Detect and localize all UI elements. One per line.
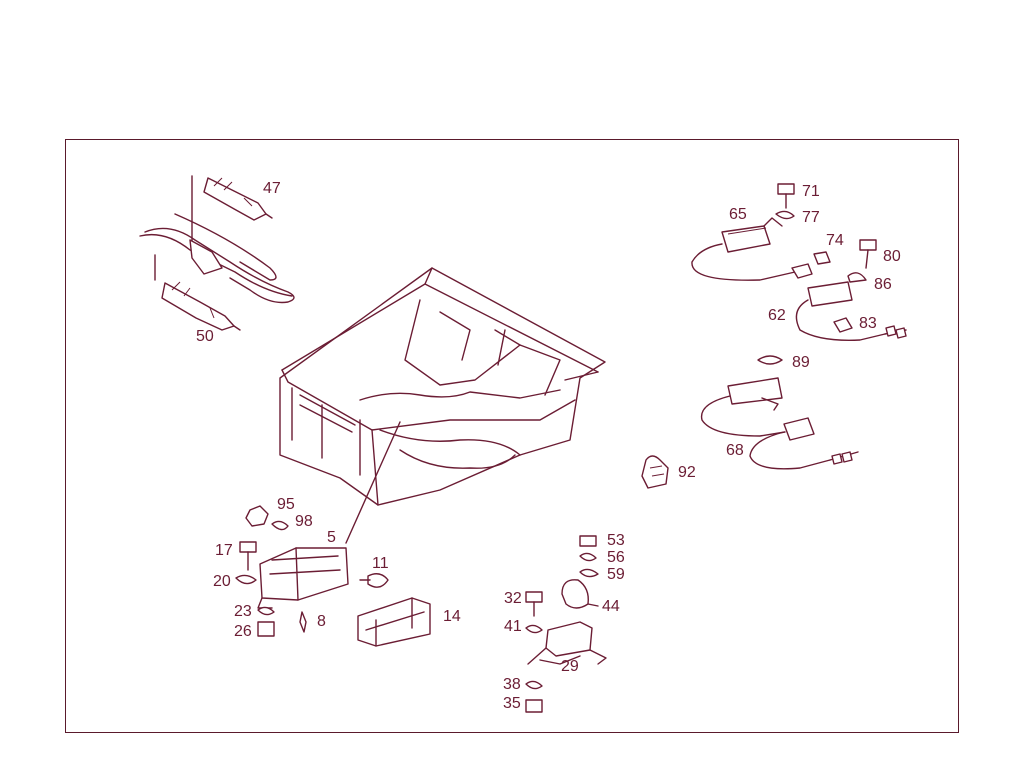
sensor-cable-assembly (139, 175, 295, 331)
callout-77[interactable]: 77 (802, 209, 820, 226)
bracket-clamp-group (525, 535, 607, 713)
body-shell-drawing (279, 267, 606, 506)
relay-module-group (235, 505, 431, 647)
callout-95[interactable]: 95 (277, 496, 295, 513)
callout-92[interactable]: 92 (678, 464, 696, 481)
callout-11[interactable]: 11 (372, 555, 389, 572)
callout-56[interactable]: 56 (607, 549, 625, 566)
callout-86[interactable]: 86 (874, 276, 892, 293)
leader-line-5 (345, 421, 401, 544)
callout-80[interactable]: 80 (883, 248, 901, 265)
callout-65[interactable]: 65 (729, 206, 747, 223)
callout-59[interactable]: 59 (607, 566, 625, 583)
callout-74[interactable]: 74 (826, 232, 844, 249)
clip-drawing (641, 455, 669, 489)
callout-53[interactable]: 53 (607, 532, 625, 549)
callout-17[interactable]: 17 (215, 542, 233, 559)
callout-47[interactable]: 47 (263, 180, 281, 197)
callout-41[interactable]: 41 (504, 618, 522, 635)
callout-89[interactable]: 89 (792, 354, 810, 371)
callout-23[interactable]: 23 (234, 603, 252, 620)
callout-38[interactable]: 38 (503, 676, 521, 693)
callout-50[interactable]: 50 (196, 328, 214, 345)
callout-20[interactable]: 20 (213, 573, 231, 590)
callout-68[interactable]: 68 (726, 442, 744, 459)
callout-14[interactable]: 14 (443, 608, 461, 625)
callout-26[interactable]: 26 (234, 623, 252, 640)
resistor-parts-right (691, 183, 907, 470)
callout-8[interactable]: 8 (317, 613, 326, 630)
callout-29[interactable]: 29 (561, 658, 579, 675)
diagram-frame (65, 139, 959, 733)
callout-83[interactable]: 83 (859, 315, 877, 332)
callout-62[interactable]: 62 (768, 307, 786, 324)
callout-71[interactable]: 71 (802, 183, 820, 200)
callout-98[interactable]: 98 (295, 513, 313, 530)
callout-5[interactable]: 5 (327, 529, 336, 546)
callout-35[interactable]: 35 (503, 695, 521, 712)
callout-32[interactable]: 32 (504, 590, 522, 607)
callout-44[interactable]: 44 (602, 598, 620, 615)
